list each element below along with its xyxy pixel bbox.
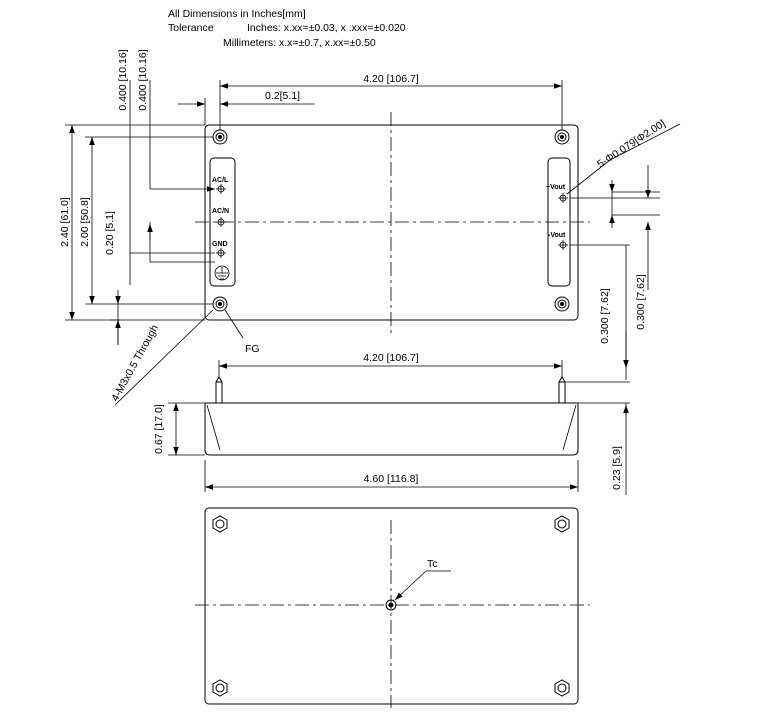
mounting-hole-top-right: [554, 129, 570, 145]
mounting-hole-bottom-right: [554, 296, 570, 312]
side-view-edge: [562, 404, 577, 451]
mounting-hole-bottom-left: [212, 296, 228, 312]
pin-ac-l: [216, 184, 226, 194]
ground-symbol-icon: [214, 265, 230, 281]
dim-outer-height-label: 2.40 [61.0]: [59, 197, 71, 247]
leader-line-hole: [566, 159, 611, 195]
leader-line-mount: [114, 309, 214, 406]
dim-output-a-label: 0.300 [7.62]: [599, 288, 611, 344]
dimension-notes: All Dimensions in Inches[mm] Tolerance I…: [168, 8, 406, 49]
pin-ac-n: [216, 217, 226, 227]
pin-label-ac-l: AC/L: [212, 177, 229, 184]
hex-nut-icon: [554, 515, 570, 533]
hex-nut-icon: [212, 679, 228, 697]
notes-tolerance-inches: Inches: x.xx=±0.03, x .xxx=±0.020: [247, 22, 406, 34]
top-view-outline: [204, 124, 579, 321]
leader-line-tc: [394, 570, 427, 601]
notes-units: All Dimensions in Inches[mm]: [168, 8, 306, 20]
pin-label-minus-vout: -Vout: [548, 232, 566, 239]
tc-measurement-point-icon: [385, 599, 397, 611]
pin-gnd: [216, 248, 226, 258]
side-view: 4.20 [106.7] 0.67 [17.0] 0.23 [5.9] 4.60…: [153, 352, 630, 495]
leader-line-fg: [224, 309, 244, 339]
tc-label: Tc: [427, 558, 438, 570]
side-view-pin-left: [215, 381, 223, 404]
leader-line-hole: [609, 123, 681, 161]
pin-plus-vout: [558, 193, 568, 203]
dim-overall-length-label: 4.60 [116.8]: [364, 473, 419, 485]
dim-small-label: 0.20 [5.1]: [104, 211, 116, 255]
fg-label: FG: [245, 343, 260, 355]
dim-height-label: 0.67 [17.0]: [153, 404, 165, 454]
dim-pin-span-label: 4.20 [106.7]: [363, 352, 419, 364]
output-pin-block: [547, 157, 571, 287]
dim-offset-label: 0.2[5.1]: [265, 90, 300, 102]
pin-label-plus-vout: +Vout: [546, 184, 566, 191]
mounting-hole-top-left: [212, 129, 228, 145]
notes-tolerance-label: Tolerance: [168, 22, 214, 34]
notes-tolerance-mm: Millimeters: x.x=±0.7, x.xx=±0.50: [223, 37, 376, 49]
dim-pin-spacing-a-label: 0.400 [10.16]: [117, 49, 129, 110]
bottom-view-outline: [204, 507, 579, 705]
dim-pin-spacing-b-label: 0.400 [10.16]: [137, 49, 149, 110]
dim-pin-length-label: 0.23 [5.9]: [611, 446, 623, 490]
bottom-view: Tc: [195, 507, 590, 708]
dim-output-b-label: 0.300 [7.62]: [635, 274, 647, 330]
pin-minus-vout: [558, 240, 568, 250]
mount-callout-label: 4-M3x0.5 Through: [109, 323, 161, 404]
dim-inner-height-label: 2.00 [50.8]: [79, 197, 91, 247]
pin-label-gnd: GND: [212, 241, 228, 248]
dim-width-label: 4.20 [106.7]: [363, 73, 419, 85]
hex-nut-icon: [554, 679, 570, 697]
dim-hole-label: 5-Φ0.079[Φ2.00]: [595, 118, 668, 171]
pin-label-ac-n: AC/N: [212, 208, 229, 215]
input-pin-block: [209, 157, 236, 287]
side-view-edge: [206, 404, 221, 451]
side-view-pin-right: [558, 381, 566, 404]
hex-nut-icon: [212, 515, 228, 533]
side-view-body: [204, 402, 579, 456]
